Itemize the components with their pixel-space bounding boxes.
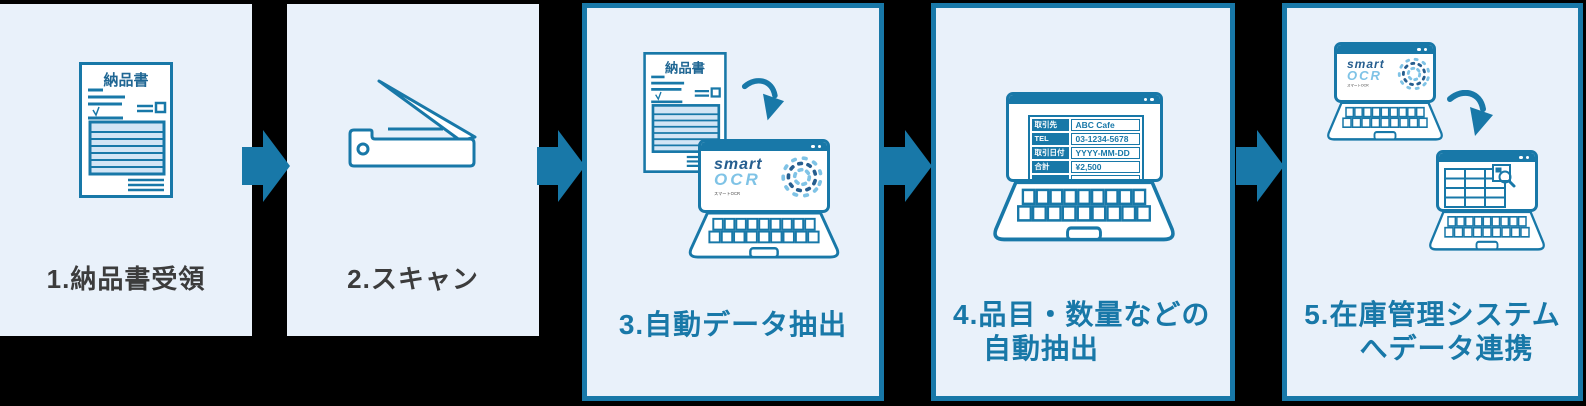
panel-step-2: 2.スキャン — [287, 4, 539, 336]
laptop-keyboard — [1429, 211, 1545, 251]
flow-arrow-3-4 — [884, 130, 932, 202]
step-4-label-line1: 4.品目・数量などの — [953, 299, 1211, 330]
step-1-label: 1.納品書受領 — [46, 264, 206, 294]
logo-smart-text: smart — [1347, 57, 1385, 71]
table-value-cell: YYYY-MM-DD — [1070, 147, 1140, 159]
laptop-titlebar — [1337, 45, 1433, 54]
search-document-icon — [1492, 164, 1516, 188]
logo-subtitle-text: スマートOCR — [714, 192, 741, 197]
laptop-titlebar — [1008, 95, 1160, 104]
laptop-titlebar — [701, 142, 827, 151]
flow-arrow-2-3 — [537, 130, 585, 202]
step-2-label: 2.スキャン — [347, 264, 479, 294]
laptop-keyboard — [1327, 102, 1443, 141]
laptop-keyboard — [688, 212, 840, 259]
table-value-cell: 03-1234-5678 — [1070, 133, 1140, 145]
panel-step-4: 取引先 ABC Cafe TEL 03-1234-5678 取引日付 YYYY-… — [931, 3, 1235, 401]
scanner-icon — [348, 79, 477, 168]
smart-ocr-logo: smart OCR スマートOCR — [701, 151, 827, 210]
table-row-partial — [1031, 175, 1140, 179]
table-row: TEL 03-1234-5678 — [1031, 133, 1140, 145]
table-label-cell: 取引日付 — [1031, 147, 1069, 159]
inventory-system-laptop — [1427, 150, 1547, 251]
flow-arrow-4-5 — [1236, 130, 1284, 202]
smart-ocr-logo: smart OCR スマートOCR — [1337, 54, 1433, 100]
smart-ocr-laptop: smart OCR スマートOCR — [686, 139, 842, 259]
ocr-dots-burst-icon — [1397, 57, 1431, 91]
delivery-note-icon — [79, 62, 173, 198]
logo-ocr-text: OCR — [714, 170, 761, 189]
step-4-label-line2: 自動抽出 — [983, 333, 1100, 364]
table-row: 取引先 ABC Cafe — [1031, 119, 1140, 131]
panel-step-1: 1.納品書受領 — [0, 4, 252, 336]
curved-arrow-icon — [1442, 90, 1498, 142]
data-table-laptop: 取引先 ABC Cafe TEL 03-1234-5678 取引日付 YYYY-… — [990, 92, 1178, 242]
smart-ocr-laptop-small: smart OCR スマートOCR — [1325, 42, 1445, 141]
laptop-screen — [1436, 150, 1538, 212]
logo-ocr-text: OCR — [1347, 68, 1382, 83]
step-3-label: 3.自動データ抽出 — [618, 309, 848, 340]
inventory-grid — [1444, 164, 1516, 208]
step-5-label-line2: へデータ連携 — [1359, 333, 1534, 364]
step-4-label: 4.品目・数量などの 自動抽出 — [953, 298, 1210, 366]
table-label-cell: TEL — [1031, 133, 1069, 145]
logo-subtitle-text: スマートOCR — [1347, 83, 1369, 88]
table-row: 合計 ¥2,500 — [1031, 161, 1140, 173]
laptop-screen: smart OCR スマートOCR — [698, 139, 830, 213]
flow-arrow-1-2 — [242, 130, 290, 202]
extracted-data-table: 取引先 ABC Cafe TEL 03-1234-5678 取引日付 YYYY-… — [1027, 115, 1144, 179]
laptop-titlebar — [1439, 153, 1535, 162]
step-5-label-line1: 5.在庫管理システム — [1304, 299, 1561, 330]
laptop-keyboard — [993, 181, 1175, 242]
ocr-dots-burst-icon — [781, 156, 823, 198]
panel-step-3: smart OCR スマートOCR 3. — [582, 3, 884, 401]
logo-smart-text: smart — [714, 156, 763, 173]
step-5-label: 5.在庫管理システム へデータ連携 — [1287, 298, 1578, 366]
table-value-cell: ¥2,500 — [1070, 161, 1140, 173]
table-label-cell: 取引先 — [1031, 119, 1069, 131]
table-row: 取引日付 YYYY-MM-DD — [1031, 147, 1140, 159]
table-value-cell: ABC Cafe — [1070, 119, 1140, 131]
laptop-screen: smart OCR スマートOCR — [1334, 42, 1436, 103]
curved-arrow-icon — [741, 78, 785, 126]
table-label-cell: 合計 — [1031, 161, 1069, 173]
laptop-screen: 取引先 ABC Cafe TEL 03-1234-5678 取引日付 YYYY-… — [1005, 92, 1163, 182]
panel-step-5: smart OCR スマートOCR — [1282, 3, 1583, 401]
